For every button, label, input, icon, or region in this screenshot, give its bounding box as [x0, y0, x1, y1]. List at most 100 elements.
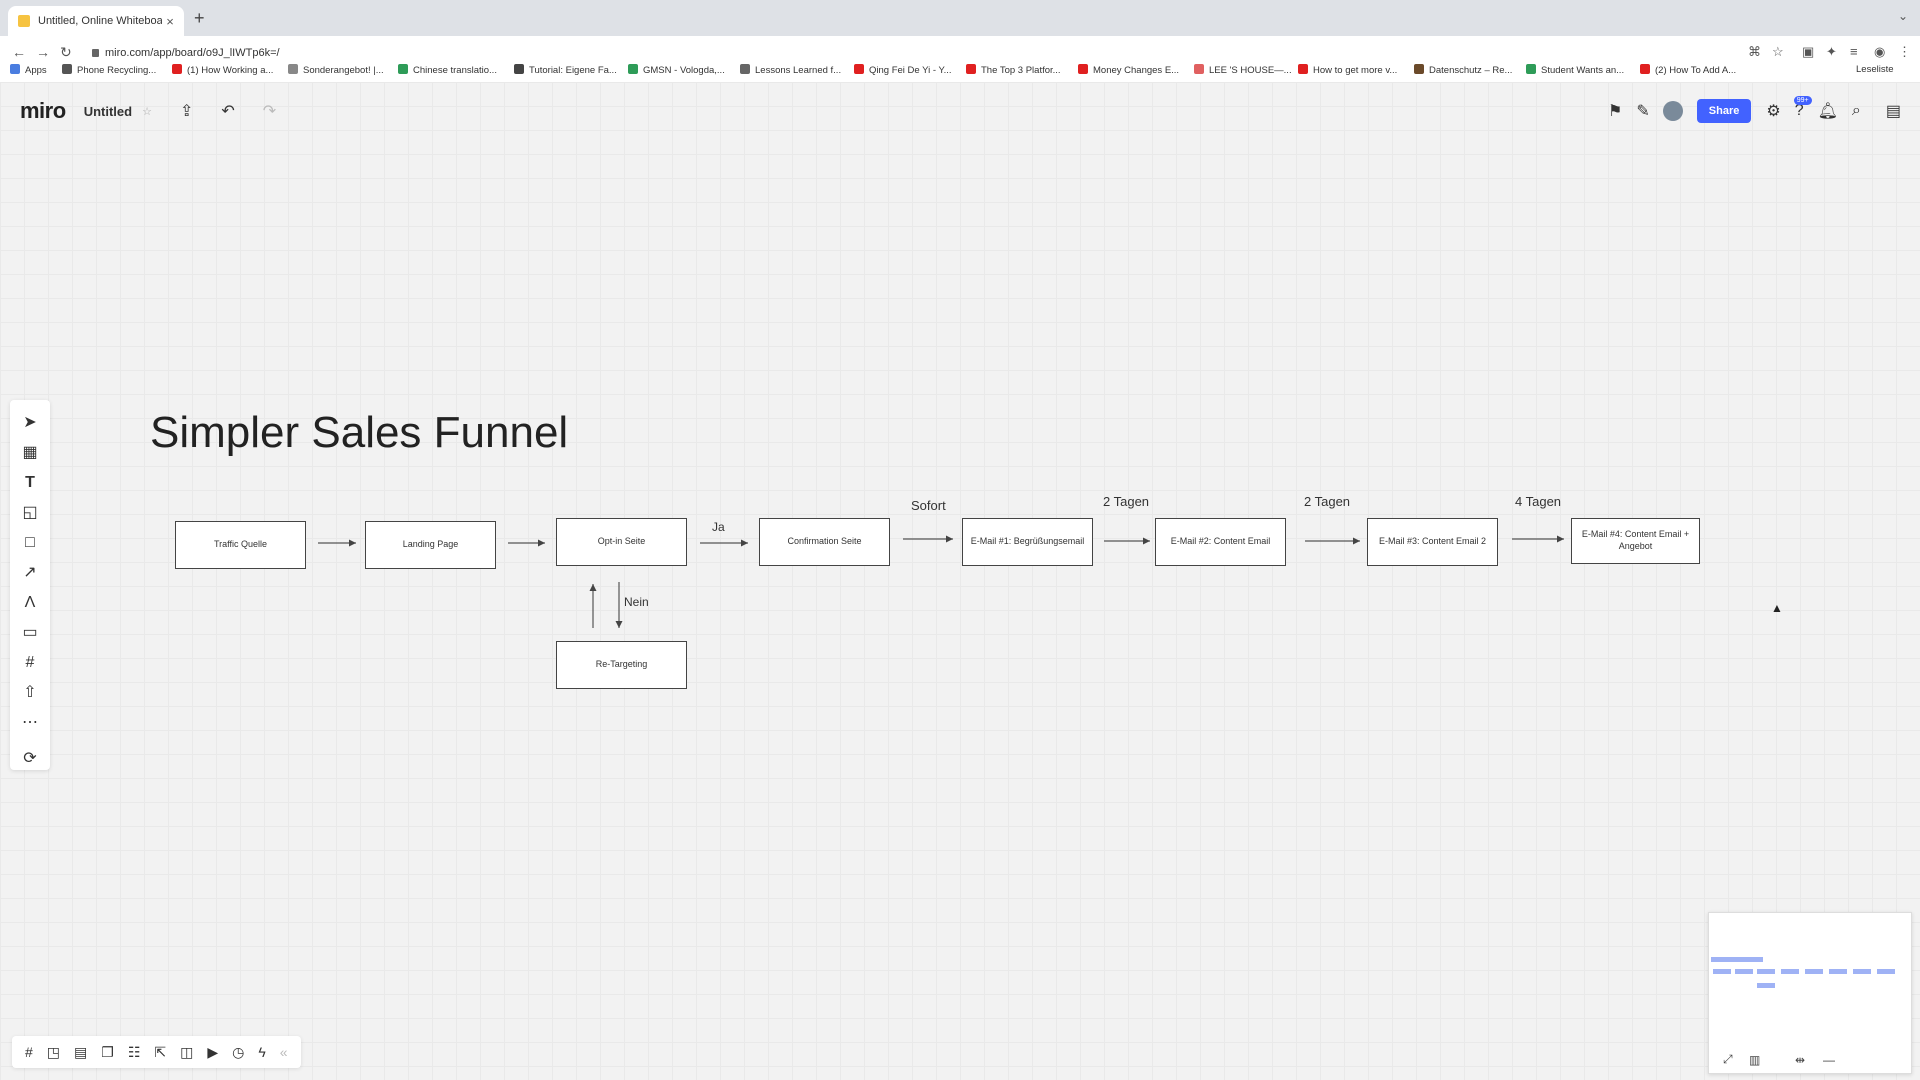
- lightning-icon[interactable]: ϟ: [258, 1044, 266, 1060]
- frames-icon[interactable]: #: [25, 1044, 33, 1060]
- board-name[interactable]: Untitled: [83, 103, 133, 119]
- reload-icon[interactable]: ↻: [60, 44, 72, 60]
- miro-favicon-icon: [18, 15, 30, 27]
- bookmark-item[interactable]: Money Changes E...: [1078, 64, 1179, 76]
- more-tools-icon[interactable]: ⋯: [22, 714, 38, 731]
- kanban-icon[interactable]: ☷: [127, 1043, 141, 1060]
- share-screen-icon[interactable]: ⇱: [154, 1043, 167, 1060]
- upload-icon[interactable]: ⇧: [23, 684, 37, 701]
- search-icon[interactable]: ⌕: [1851, 102, 1861, 119]
- permissions-icon[interactable]: ⌘: [1748, 44, 1761, 59]
- media-icon[interactable]: ≡: [1850, 44, 1858, 59]
- minimap-node: [1735, 969, 1753, 974]
- bookmark-item[interactable]: Phone Recycling...: [62, 64, 156, 76]
- node-optin-seite[interactable]: Opt-in Seite: [556, 518, 687, 566]
- extension-icon[interactable]: ▣: [1802, 44, 1815, 59]
- whiteboard-canvas[interactable]: [0, 82, 1920, 1080]
- new-tab-icon[interactable]: +: [194, 8, 205, 28]
- share-button[interactable]: Share: [1696, 99, 1752, 123]
- node-traffic-quelle[interactable]: Traffic Quelle: [175, 521, 306, 569]
- miro-logo[interactable]: miro: [20, 98, 66, 123]
- bookmark-item[interactable]: Datenschutz – Re...: [1414, 64, 1512, 76]
- comment-icon[interactable]: ▭: [22, 624, 38, 641]
- presentation-icon[interactable]: ◫: [180, 1043, 194, 1060]
- browser-tabstrip: Untitled, Online Whiteboard fo × + ⌄: [0, 0, 1920, 36]
- label-nein[interactable]: Nein: [624, 595, 649, 609]
- sticky-note-icon[interactable]: ◱: [22, 504, 38, 521]
- pen-tool-icon[interactable]: ✎: [1636, 103, 1650, 120]
- address-bar[interactable]: miro.com/app/board/o9J_lIWTp6k=/: [90, 42, 1730, 64]
- minimap-node: [1853, 969, 1871, 974]
- bookmark-item[interactable]: GMSN - Vologda,...: [628, 64, 725, 76]
- minimap[interactable]: ⤢ ▥ ⇹ —: [1708, 912, 1912, 1074]
- zoom-out-icon[interactable]: —: [1823, 1053, 1835, 1067]
- bookmark-item[interactable]: Chinese translatio...: [398, 64, 497, 76]
- url-text: miro.com/app/board/o9J_lIWTp6k=/: [105, 47, 280, 59]
- node-email-2[interactable]: E-Mail #2: Content Email: [1155, 518, 1286, 566]
- diagram-title[interactable]: Simpler Sales Funnel: [150, 408, 569, 457]
- bookmark-item[interactable]: The Top 3 Platfor...: [966, 64, 1061, 76]
- templates-icon[interactable]: ▦: [22, 444, 38, 461]
- video-icon[interactable]: ▶: [207, 1043, 219, 1060]
- label-2-tagen-b[interactable]: 2 Tagen: [1304, 494, 1351, 509]
- cards-icon[interactable]: ❐: [101, 1043, 114, 1060]
- reactions-icon[interactable]: ⚑: [1608, 103, 1623, 120]
- connection-line-icon[interactable]: ↗: [23, 564, 37, 581]
- avatar[interactable]: [1662, 101, 1683, 121]
- forward-icon[interactable]: →: [36, 44, 50, 60]
- bookmark-item[interactable]: LEE 'S HOUSE—...: [1194, 64, 1292, 76]
- pen-icon[interactable]: Λ: [24, 594, 36, 611]
- reading-list[interactable]: Leseliste: [1856, 64, 1894, 75]
- label-2-tagen-a[interactable]: 2 Tagen: [1103, 494, 1150, 509]
- bell-icon[interactable]: 🔔︎: [1817, 103, 1838, 120]
- puzzle-icon[interactable]: ✦: [1826, 44, 1837, 59]
- fullscreen-icon[interactable]: ⤢: [1723, 1052, 1733, 1066]
- settings-sliders-icon[interactable]: ⚙: [1766, 103, 1781, 120]
- minimap-node: [1713, 969, 1731, 974]
- bookmark-item[interactable]: Tutorial: Eigene Fa...: [514, 64, 617, 76]
- bookmark-item[interactable]: Lessons Learned f...: [740, 64, 841, 76]
- tab-search-icon[interactable]: ⌄: [1897, 9, 1908, 23]
- export-icon[interactable]: ⇪: [179, 103, 194, 120]
- frame-icon[interactable]: #: [25, 654, 35, 671]
- profile-avatar-icon[interactable]: ◉: [1874, 44, 1886, 59]
- browser-menu-icon[interactable]: ⋮: [1898, 44, 1911, 59]
- node-email-4[interactable]: E-Mail #4: Content Email + Angebot: [1571, 518, 1700, 564]
- back-icon[interactable]: ←: [12, 44, 26, 60]
- help-icon[interactable]: ?99+: [1793, 96, 1812, 120]
- minimap-title-bar: [1711, 957, 1763, 962]
- label-sofort[interactable]: Sofort: [911, 498, 946, 513]
- bookmark-item[interactable]: (2) How To Add A...: [1640, 64, 1736, 76]
- bookmark-star-icon[interactable]: ☆: [1772, 44, 1784, 59]
- timer-icon[interactable]: ◷: [232, 1043, 245, 1060]
- chat-icon[interactable]: ▤: [74, 1043, 88, 1060]
- undo-icon[interactable]: ↶: [221, 103, 235, 120]
- star-icon[interactable]: ☆: [142, 105, 152, 118]
- node-email-3[interactable]: E-Mail #3: Content Email 2: [1367, 518, 1498, 566]
- map-icon[interactable]: ▥: [1749, 1053, 1761, 1067]
- bookmark-item[interactable]: Apps: [10, 64, 47, 76]
- apps-icon[interactable]: ⟳: [23, 750, 37, 767]
- label-4-tagen[interactable]: 4 Tagen: [1515, 494, 1562, 509]
- node-confirmation-seite[interactable]: Confirmation Seite: [759, 518, 890, 566]
- bookmark-item[interactable]: (1) How Working a...: [172, 64, 273, 76]
- node-email-1[interactable]: E-Mail #1: Begrüßungsemail: [962, 518, 1093, 566]
- close-tab-icon[interactable]: ×: [166, 13, 174, 29]
- select-tool-icon[interactable]: ➤: [23, 414, 37, 431]
- board-panel-icon[interactable]: ▤: [1885, 103, 1901, 120]
- fit-to-screen-icon[interactable]: ⇹: [1795, 1053, 1806, 1067]
- bookmark-item[interactable]: Student Wants an...: [1526, 64, 1624, 76]
- text-tool-icon[interactable]: T: [25, 474, 35, 491]
- redo-icon[interactable]: ↷: [262, 103, 277, 120]
- bookmark-item[interactable]: Sonderangebot! |...: [288, 64, 384, 76]
- bookmark-item[interactable]: Qing Fei De Yi - Y...: [854, 64, 952, 76]
- comments-panel-icon[interactable]: ◳: [46, 1043, 61, 1060]
- node-landing-page[interactable]: Landing Page: [365, 521, 496, 569]
- browser-tab[interactable]: Untitled, Online Whiteboard fo ×: [8, 6, 184, 36]
- node-re-targeting[interactable]: Re-Targeting: [556, 641, 687, 689]
- collapse-icon[interactable]: «: [279, 1044, 288, 1060]
- bookmark-item[interactable]: How to get more v...: [1298, 64, 1397, 76]
- shape-tool-icon[interactable]: □: [25, 534, 35, 551]
- label-ja[interactable]: Ja: [712, 520, 725, 534]
